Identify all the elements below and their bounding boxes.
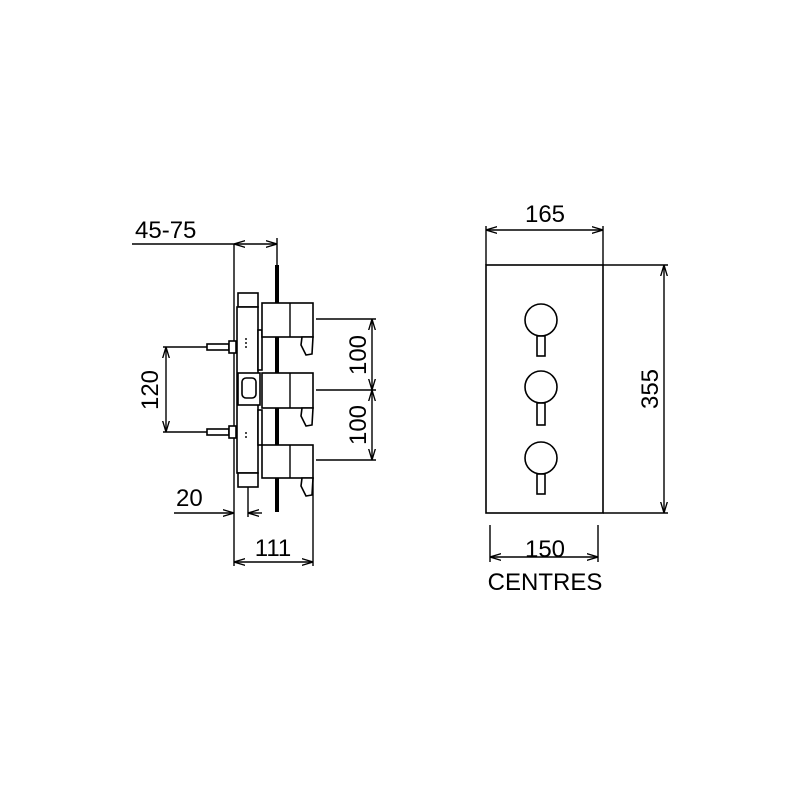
- offset-label: 20: [176, 485, 203, 512]
- knob-circle: [524, 370, 558, 404]
- knob-lever: [536, 335, 546, 357]
- screw-top: [206, 343, 230, 351]
- handle-spacing-bottom-label: 100: [345, 405, 372, 445]
- knob-top: [524, 303, 558, 357]
- fixing-screws: [206, 340, 237, 439]
- cartridge-core: [241, 377, 257, 399]
- handle-middle: [261, 372, 314, 427]
- lever: [300, 336, 314, 356]
- valve-body: [236, 292, 263, 488]
- screw-head: [228, 340, 237, 354]
- knob-circle: [524, 303, 558, 337]
- top-nut: [237, 292, 259, 308]
- handle-body: [261, 302, 314, 338]
- depth-range-label: 45-75: [135, 217, 196, 244]
- housing-step: [257, 329, 263, 371]
- screw-bottom: [206, 428, 230, 436]
- knob-lever: [536, 473, 546, 495]
- knob-middle: [524, 370, 558, 426]
- centres-label: 150: [525, 536, 565, 563]
- handle-body: [261, 444, 314, 479]
- bottom-nut: [237, 472, 259, 488]
- knob-lever: [536, 402, 546, 426]
- side-view: 45-75: [132, 217, 376, 566]
- handle-spacing-top-label: 100: [345, 335, 372, 375]
- lever: [300, 477, 314, 497]
- knob-bottom: [524, 441, 558, 495]
- handle-top: [261, 302, 314, 356]
- total-depth-label: 111: [255, 535, 291, 562]
- housing-step: [257, 409, 263, 446]
- front-view: 165 355 150 CENTRES: [485, 201, 668, 596]
- handle-body: [261, 372, 314, 409]
- height-label: 355: [637, 369, 664, 409]
- lever: [300, 407, 314, 427]
- screw-head: [228, 425, 237, 439]
- centres-caption: CENTRES: [488, 569, 603, 596]
- handle-bottom: [261, 444, 314, 497]
- width-label: 165: [525, 201, 565, 228]
- fixing-spacing-label: 120: [137, 370, 164, 410]
- knob-circle: [524, 441, 558, 475]
